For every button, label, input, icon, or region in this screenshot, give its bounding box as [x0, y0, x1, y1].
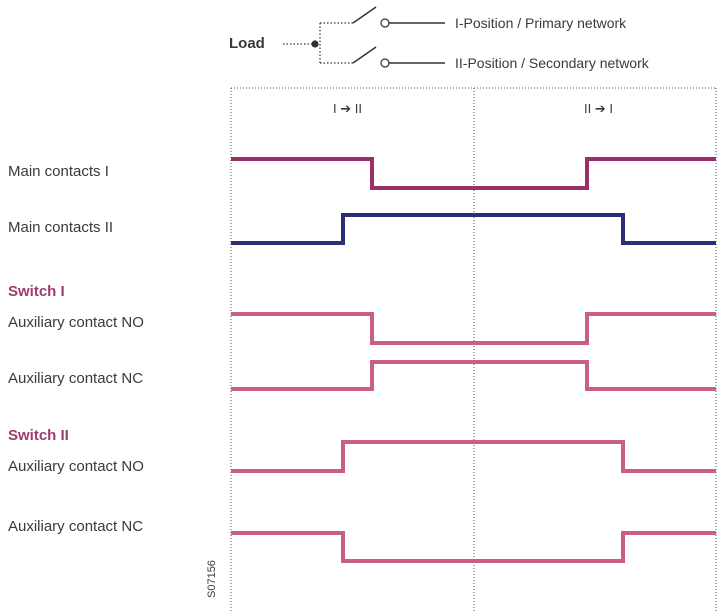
group-title-switch-1: Switch I [8, 283, 65, 300]
group-title-switch-2: Switch II [8, 427, 69, 444]
legend-position-2: II-Position / Secondary network [455, 55, 649, 71]
row-label-switch-1-no: Auxiliary contact NO [8, 314, 144, 331]
row-label-switch-2-nc: Auxiliary contact NC [8, 518, 144, 535]
switch-symbol [283, 6, 445, 68]
row-label-main-contacts-1: Main contacts I [8, 163, 109, 180]
waveform-main-contacts-2 [231, 213, 716, 245]
waveform-switch-1-nc [231, 360, 716, 391]
contact-circle-2 [380, 58, 390, 68]
load-node [311, 40, 319, 48]
row-label-main-contacts-2: Main contacts II [8, 219, 114, 236]
waveform-switch-2-no [231, 440, 716, 473]
row-label-switch-1-nc: Auxiliary contact NC [8, 370, 144, 387]
waveform-switch-1-no [231, 312, 716, 345]
contact-circle-1 [380, 18, 390, 28]
waveform-switch-2-nc [231, 531, 716, 563]
legend-position-1: I-Position / Primary network [455, 15, 627, 31]
switch-blade-1 [352, 6, 377, 24]
load-label: Load [229, 35, 265, 52]
transition-label-1-to-2: I ➔ II [333, 101, 362, 116]
figure-id: S07156 [206, 560, 218, 598]
row-label-switch-2-no: Auxiliary contact NO [8, 458, 144, 475]
transition-label-2-to-1: II ➔ I [584, 101, 613, 116]
switch-blade-2 [352, 46, 377, 64]
waveform-main-contacts-1 [231, 157, 716, 190]
